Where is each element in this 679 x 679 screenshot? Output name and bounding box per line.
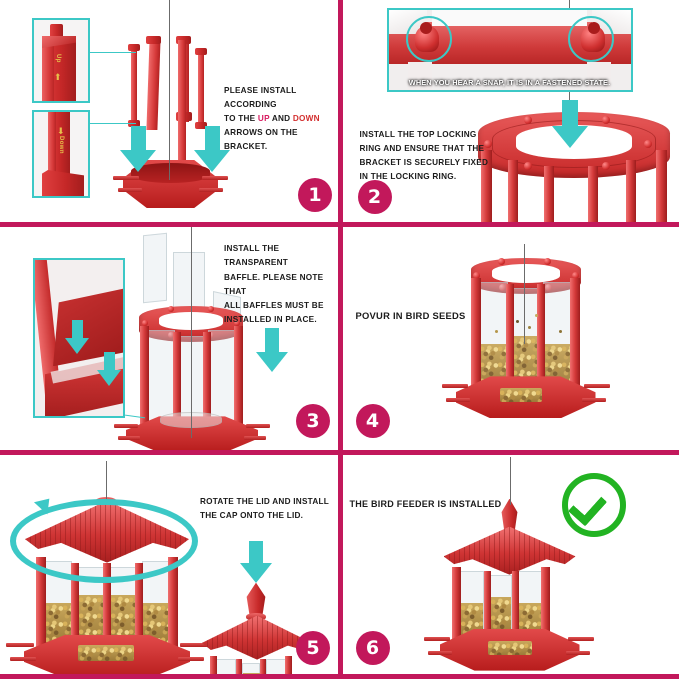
down-keyword: DOWN bbox=[292, 114, 320, 124]
up-arrow-label: Up bbox=[55, 54, 61, 63]
step-panel-5: ROTATE THE LID AND INSTALL THE CAP ONTO … bbox=[0, 452, 340, 679]
inset-baffle-detail bbox=[33, 258, 125, 419]
step-2-line-2: RING AND ENSURE THAT THE bbox=[359, 144, 485, 154]
leader-line-down bbox=[90, 123, 136, 124]
teal-down-arrow-right bbox=[194, 126, 230, 172]
step-1-line-1: PLEASE INSTALL ACCORDING bbox=[224, 86, 297, 110]
step-badge-5: 5 bbox=[296, 630, 330, 665]
step-badge-3: 3 bbox=[296, 404, 330, 439]
hanging-wire-5 bbox=[106, 460, 107, 501]
green-check-icon bbox=[561, 472, 626, 537]
inset-down-detail: Down ⬇ bbox=[32, 110, 90, 198]
step-3-line-1: INSTALL THE TRANSPARENT bbox=[224, 244, 289, 268]
step-1-line-2: TO THE UP AND DOWN bbox=[224, 114, 320, 124]
step-badge-6: 6 bbox=[355, 630, 390, 665]
step-badge-4: 4 bbox=[355, 404, 390, 439]
step-badge-2: 2 bbox=[357, 180, 392, 214]
step-panel-2: WHEN YOU HEAR A SNAP, IT IS IN A FASTENE… bbox=[339, 0, 679, 227]
teal-down-arrow-left bbox=[120, 126, 156, 172]
step-1-line-3: ARROWS ON THE BRACKET. bbox=[224, 128, 298, 152]
step-3-line-3: ALL BAFFLES MUST BE bbox=[224, 300, 324, 310]
step-panel-6: THE BIRD FEEDER IS INSTALLED 6 bbox=[339, 452, 679, 679]
highlight-circle-right bbox=[567, 16, 614, 62]
up-keyword: UP bbox=[257, 114, 270, 124]
highlight-circle-left bbox=[405, 16, 452, 62]
snap-caption: WHEN YOU HEAR A SNAP, IT IS IN A FASTENE… bbox=[408, 78, 611, 87]
installed-rod bbox=[178, 40, 186, 175]
down-arrow-label: Down bbox=[58, 136, 64, 154]
step-6-instruction: THE BIRD FEEDER IS INSTALLED bbox=[350, 497, 520, 512]
step-panel-1: Up ⬆ Down ⬇ bbox=[0, 0, 340, 227]
teal-down-arrow-step5 bbox=[240, 540, 272, 583]
hanging-wire bbox=[169, 0, 170, 180]
teal-down-arrow-step2 bbox=[551, 100, 588, 148]
inset-snap-detail: WHEN YOU HEAR A SNAP, IT IS IN A FASTENE… bbox=[386, 8, 633, 92]
step-badge-1: 1 bbox=[298, 178, 332, 212]
step-1-instruction: PLEASE INSTALL ACCORDING TO THE UP AND D… bbox=[224, 84, 334, 155]
step-3-instruction: INSTALL THE TRANSPARENT BAFFLE. PLEASE N… bbox=[224, 242, 336, 327]
step-2-line-1: INSTALL THE TOP LOCKING bbox=[359, 130, 477, 139]
step-panel-4: POVUR IN BIRD SEEDS 4 bbox=[339, 226, 679, 453]
rotation-arrow-ellipse bbox=[10, 498, 198, 583]
step-5-line-2: THE CAP ONTO THE LID. bbox=[200, 510, 304, 520]
lid-cap bbox=[246, 582, 266, 617]
gold-up-arrow-icon: ⬆ bbox=[54, 72, 62, 82]
step-6-line-1: THE BIRD FEEDER IS INSTALLED bbox=[349, 498, 502, 509]
loose-baffle-1 bbox=[143, 233, 167, 304]
leader-line-up bbox=[90, 52, 136, 53]
step-3-line-4: INSTALLED IN PLACE. bbox=[224, 314, 317, 324]
gold-down-arrow-icon: ⬇ bbox=[57, 126, 65, 136]
teal-down-arrow-step3 bbox=[256, 328, 288, 373]
step-2-line-4: IN THE LOCKING RING. bbox=[359, 172, 457, 182]
inset-up-detail: Up ⬆ bbox=[32, 18, 90, 103]
hanging-wire-4 bbox=[523, 244, 525, 345]
step-panel-3: INSTALL THE TRANSPARENT BAFFLE. PLEASE N… bbox=[0, 226, 340, 453]
step-5-line-1: ROTATE THE LID AND INSTALL bbox=[200, 496, 329, 506]
hanging-wire-3 bbox=[191, 226, 192, 439]
step-3-line-2: BAFFLE. PLEASE NOTE THAT bbox=[224, 272, 324, 296]
step-5-instruction: ROTATE THE LID AND INSTALL THE CAP ONTO … bbox=[200, 495, 330, 523]
step-4-line-1: POVUR IN BIRD SEEDS bbox=[355, 310, 466, 322]
loose-baffle-2 bbox=[173, 252, 205, 313]
step-2-instruction: INSTALL THE TOP LOCKING RING AND ENSURE … bbox=[360, 128, 500, 184]
step-2-line-3: BRACKET IS SECURELY FIXED bbox=[359, 158, 489, 168]
step-4-instruction: POVUR IN BIRD SEEDS bbox=[356, 308, 506, 324]
hanging-wire-6 bbox=[509, 456, 511, 505]
